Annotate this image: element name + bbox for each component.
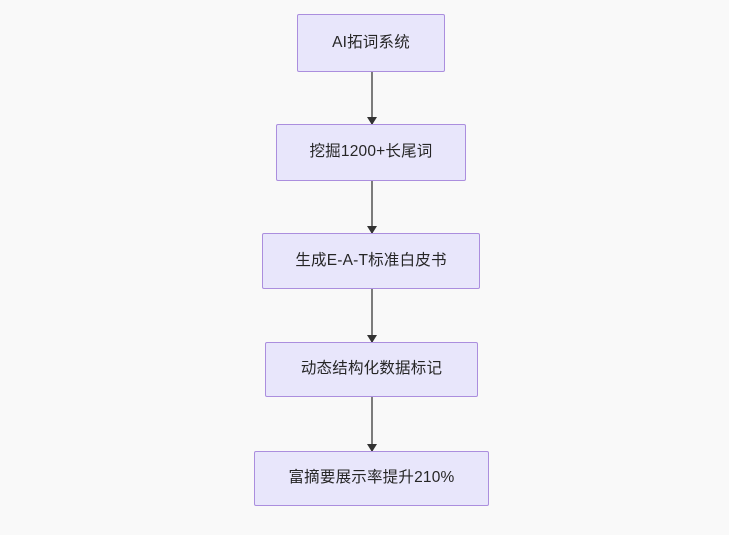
arrow-down-icon (367, 226, 377, 234)
arrow-down-icon (367, 117, 377, 125)
edge-line (371, 289, 373, 342)
flow-node-label: 动态结构化数据标记 (300, 360, 443, 378)
flow-edge-1 (367, 72, 377, 125)
flow-node-dynamic-structured-data-markup[interactable]: 动态结构化数据标记 (265, 342, 478, 397)
edge-line (371, 397, 373, 451)
flow-node-mine-longtail-keywords[interactable]: 挖掘1200+长尾词 (276, 124, 466, 181)
flow-edge-3 (367, 289, 377, 343)
flow-node-generate-eat-whitepaper[interactable]: 生成E-A-T标准白皮书 (262, 233, 480, 289)
flow-node-label: 生成E-A-T标准白皮书 (295, 251, 447, 269)
arrow-down-icon (367, 444, 377, 452)
flow-edge-4 (367, 397, 377, 452)
flow-node-ai-keyword-system[interactable]: AI拓词系统 (297, 14, 445, 72)
arrow-down-icon (367, 335, 377, 343)
flow-node-rich-snippet-impression-lift[interactable]: 富摘要展示率提升210% (254, 451, 489, 506)
flow-node-label: AI拓词系统 (332, 33, 410, 51)
edge-line (371, 181, 373, 233)
flow-edge-2 (367, 181, 377, 234)
flow-node-label: 富摘要展示率提升210% (288, 469, 455, 487)
edge-line (371, 72, 373, 124)
flow-node-label: 挖掘1200+长尾词 (309, 143, 433, 161)
